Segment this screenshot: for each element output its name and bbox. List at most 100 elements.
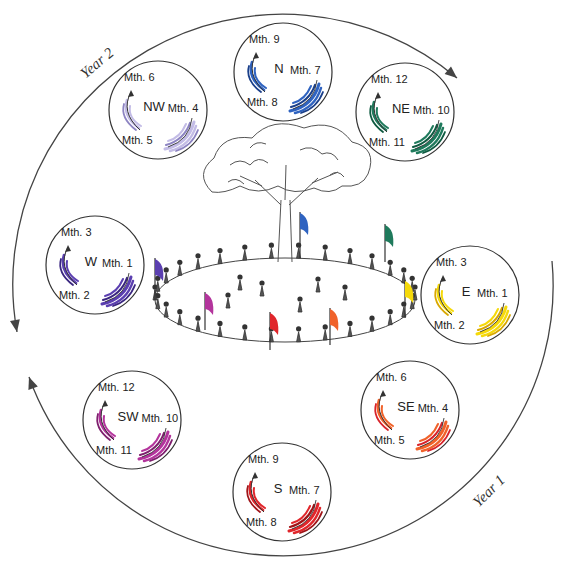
month-label: Mth. 12	[98, 381, 135, 394]
month-label: Mth. 2	[59, 289, 90, 302]
person	[164, 302, 169, 318]
person-body	[316, 282, 320, 292]
month-arrow-head	[128, 90, 134, 97]
person-body	[196, 259, 200, 269]
person-head	[388, 260, 393, 265]
feather-stroke	[417, 422, 446, 449]
person	[323, 245, 328, 261]
month-arrow-head	[252, 472, 258, 479]
flags	[155, 212, 413, 350]
month-arrow	[142, 428, 166, 457]
person	[155, 276, 160, 292]
person-body	[370, 321, 374, 331]
year-arrows	[13, 14, 553, 556]
person-head	[195, 316, 200, 321]
person	[342, 284, 347, 300]
person-body	[343, 290, 347, 300]
direction-label: SW	[118, 410, 139, 425]
feather-stroke	[67, 261, 78, 281]
month-label: Mth. 11	[96, 444, 132, 457]
month-arrow	[439, 277, 452, 315]
person	[269, 243, 274, 259]
person-body	[370, 259, 374, 269]
month-label: Mth. 4	[168, 102, 199, 115]
person-head	[269, 243, 274, 248]
circle-border	[83, 371, 181, 469]
ceremony-ring	[155, 258, 415, 342]
person	[177, 309, 182, 325]
tree-leaves	[228, 143, 344, 184]
month-circle: Mth. 12 SWMth. 10 Mth. 11	[82, 370, 182, 470]
person-body	[243, 330, 247, 340]
year-label: Year 2	[76, 43, 119, 83]
person	[401, 267, 406, 283]
feather-stroke	[255, 68, 266, 88]
person	[369, 316, 374, 332]
month-label: Mth. 6	[124, 71, 155, 84]
person-body	[164, 307, 168, 317]
month-circle: Mth. 12NEMth. 10Mth. 11	[355, 62, 455, 162]
person-head	[401, 267, 406, 272]
month-arrow-head	[375, 92, 381, 99]
person-head	[177, 260, 182, 265]
month-arrow	[252, 54, 265, 92]
person-head	[164, 267, 169, 272]
circle-border	[421, 246, 519, 344]
person-body	[178, 315, 182, 325]
person-head	[195, 253, 200, 258]
person-head	[410, 276, 415, 281]
month-circle: Mth. 3WMth. 1Mth. 2	[45, 215, 145, 315]
person	[296, 326, 301, 342]
person-head	[347, 321, 352, 326]
person-body	[388, 315, 392, 325]
person	[217, 321, 222, 337]
month-label: Mth. 3	[436, 256, 467, 269]
month-label: Mth. 8	[247, 96, 278, 109]
person-head	[164, 302, 169, 307]
feather-stroke	[102, 277, 131, 304]
person-body	[156, 281, 160, 291]
month-arrow	[374, 94, 387, 132]
tree	[203, 124, 370, 262]
feather-stroke	[290, 84, 319, 111]
month-arrow	[379, 392, 392, 430]
person-body	[218, 254, 222, 264]
person-body	[196, 321, 200, 331]
person-body	[269, 248, 273, 258]
circle-border	[234, 23, 332, 121]
person	[164, 267, 169, 283]
arrow-head	[10, 319, 20, 332]
person-head	[237, 274, 242, 279]
arrow-head	[445, 67, 457, 79]
month-arrow	[101, 402, 114, 440]
person	[237, 274, 242, 290]
person	[388, 309, 393, 325]
person	[225, 292, 230, 308]
month-label: Mth. 10	[141, 412, 178, 425]
feather-stroke	[254, 488, 265, 508]
month-arrow	[127, 92, 140, 130]
person	[297, 296, 302, 312]
month-arrow	[480, 303, 504, 332]
month-label: Mth. 10	[413, 104, 450, 117]
month-label: Mth. 8	[246, 516, 277, 529]
person	[259, 280, 264, 296]
month-arrow	[415, 120, 439, 149]
person	[177, 260, 182, 276]
feather-stroke	[442, 291, 453, 311]
month-label: Mth. 5	[122, 134, 153, 147]
person-head	[225, 292, 230, 297]
month-label: Mth. 3	[61, 226, 92, 239]
feather-stroke	[165, 122, 194, 149]
person	[401, 302, 406, 318]
month-label: Mth. 9	[248, 453, 279, 466]
direction-label: S	[274, 482, 283, 497]
circle-border	[356, 63, 454, 161]
person-head	[342, 284, 347, 289]
month-circle: Mth. 9SMth. 7Mth. 8	[232, 442, 332, 542]
flag	[300, 212, 308, 258]
arrow-head	[28, 377, 37, 390]
person	[315, 276, 320, 292]
person	[195, 253, 200, 269]
month-label: Mth. 12	[371, 73, 408, 86]
